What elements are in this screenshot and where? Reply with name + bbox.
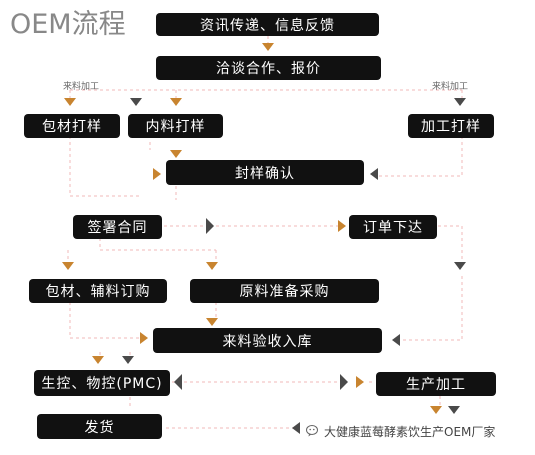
down-arrow-icon bbox=[262, 43, 274, 51]
label-material-processing-left: 来料加工 bbox=[63, 82, 100, 92]
node-production-processing: 生产加工 bbox=[376, 372, 496, 396]
right-arrow-icon bbox=[140, 332, 148, 344]
dashed-connector bbox=[438, 225, 463, 262]
down-arrow-icon bbox=[64, 98, 76, 106]
down-arrow-icon bbox=[170, 98, 182, 106]
down-arrow-icon bbox=[206, 262, 218, 270]
left-arrow-icon bbox=[174, 374, 182, 390]
node-sign-contract: 签署合同 bbox=[73, 215, 162, 239]
node-content-sample: 内料打样 bbox=[128, 114, 223, 138]
down-arrow-icon bbox=[92, 356, 104, 364]
right-arrow-icon bbox=[340, 374, 348, 390]
down-arrow-icon bbox=[454, 262, 466, 270]
node-place-order: 订单下达 bbox=[349, 215, 437, 239]
watermark: 大健康蓝莓酵素饮生产OEM厂家 bbox=[302, 420, 500, 442]
node-shipping: 发货 bbox=[37, 414, 162, 439]
dashed-connector bbox=[400, 276, 463, 341]
node-packaging-material-purchase: 包材、辅料订购 bbox=[29, 279, 167, 303]
node-info-feedback: 资讯传递、信息反馈 bbox=[156, 13, 379, 36]
down-arrow-icon bbox=[122, 356, 134, 364]
down-arrow-icon bbox=[430, 406, 442, 414]
right-arrow-icon bbox=[338, 220, 346, 232]
wechat-icon bbox=[306, 425, 318, 437]
down-arrow-icon bbox=[62, 262, 74, 270]
node-warehouse-receiving: 来料验收入库 bbox=[153, 328, 382, 353]
dashed-connector bbox=[69, 302, 140, 339]
node-production-material-control: 生控、物控(PMC) bbox=[34, 370, 170, 396]
right-arrow-icon bbox=[356, 376, 364, 388]
node-processing-sample: 加工打样 bbox=[408, 114, 494, 138]
down-arrow-icon bbox=[454, 98, 466, 106]
diagram-title: OEM流程 bbox=[10, 9, 126, 40]
node-raw-material-purchase: 原料准备采购 bbox=[190, 279, 379, 303]
down-arrow-icon bbox=[170, 150, 182, 158]
node-seal-sample-confirm: 封样确认 bbox=[166, 160, 364, 185]
node-negotiate-quote: 洽谈合作、报价 bbox=[156, 56, 381, 80]
watermark-text: 大健康蓝莓酵素饮生产OEM厂家 bbox=[324, 424, 496, 439]
left-arrow-icon bbox=[370, 168, 378, 180]
left-arrow-icon bbox=[392, 334, 400, 346]
dashed-connector bbox=[99, 238, 216, 251]
dashed-connector bbox=[378, 136, 463, 177]
down-arrow-icon bbox=[206, 318, 218, 326]
node-packaging-sample: 包材打样 bbox=[24, 114, 120, 138]
dashed-connector bbox=[69, 136, 140, 197]
down-arrow-icon bbox=[448, 406, 460, 414]
right-arrow-icon bbox=[153, 168, 161, 180]
left-arrow-icon bbox=[292, 422, 300, 434]
down-arrow-icon bbox=[130, 98, 142, 106]
label-material-processing-right: 来料加工 bbox=[432, 82, 469, 92]
right-arrow-icon bbox=[206, 218, 214, 234]
